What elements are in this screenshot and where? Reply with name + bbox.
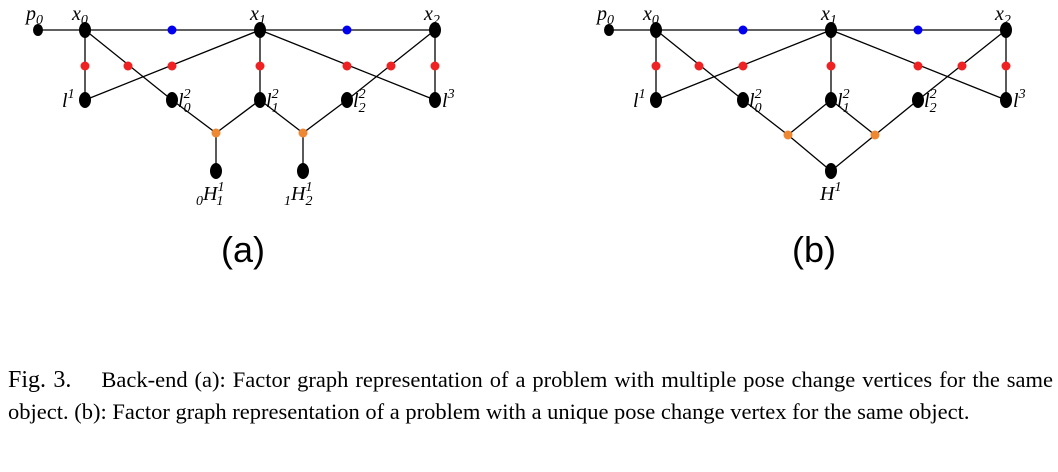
landmark-factor xyxy=(738,61,748,71)
figure-number: Fig. 3. xyxy=(8,367,72,393)
landmark-factor xyxy=(255,61,265,71)
landmark-factor xyxy=(342,61,352,71)
pose-change-node-1H21 xyxy=(297,163,309,179)
label-p0: p0 xyxy=(24,3,43,28)
landmark-factor xyxy=(651,61,661,71)
odometry-factor xyxy=(342,25,352,35)
figure-caption: Fig. 3.Back-end (a): Factor graph repres… xyxy=(8,364,1053,427)
landmark-factor xyxy=(430,61,440,71)
label-x2: x2 xyxy=(423,3,440,28)
landmark-node-l1 xyxy=(650,92,662,108)
landmark-node-l22 xyxy=(912,92,924,108)
landmark-factor xyxy=(1001,61,1011,71)
odometry-factor xyxy=(738,25,748,35)
panel-a-label: (a) xyxy=(221,229,265,270)
pose-node-x1 xyxy=(825,22,837,38)
landmark-node-l20 xyxy=(737,92,749,108)
landmark-node-l21 xyxy=(825,92,837,108)
pose-node-x0 xyxy=(79,22,91,38)
landmark-node-l21 xyxy=(254,92,266,108)
label-x1: x1 xyxy=(820,3,837,28)
landmark-factor xyxy=(694,61,704,71)
landmark-node-l20 xyxy=(166,92,178,108)
pose-change-factor xyxy=(211,128,221,138)
pose-node-p0 xyxy=(33,24,43,36)
pose-change-node-0H11 xyxy=(210,163,222,179)
pose-node-p0 xyxy=(604,24,614,36)
label-x2: x2 xyxy=(994,3,1011,28)
pose-change-node-H1 xyxy=(825,163,837,179)
landmark-node-l1 xyxy=(79,92,91,108)
landmark-factor xyxy=(167,61,177,71)
panel-b-label: (b) xyxy=(792,229,836,270)
label-p0: p0 xyxy=(595,3,614,28)
landmark-factor xyxy=(913,61,923,71)
label-l1: l1 xyxy=(633,87,646,112)
label-l3: l3 xyxy=(1013,87,1026,112)
landmark-factor xyxy=(826,61,836,71)
pose-node-x2 xyxy=(429,22,441,38)
caption-text: Back-end (a): Factor graph representatio… xyxy=(8,367,1054,424)
pose-node-x2 xyxy=(1000,22,1012,38)
label-x0: x0 xyxy=(71,3,88,28)
landmark-node-l22 xyxy=(341,92,353,108)
landmark-factor xyxy=(386,61,396,71)
odometry-factor xyxy=(913,25,923,35)
odometry-factor xyxy=(167,25,177,35)
label-l3: l3 xyxy=(442,87,455,112)
label-l1: l1 xyxy=(62,87,75,112)
landmark-factor xyxy=(123,61,133,71)
landmark-node-l3 xyxy=(1000,92,1012,108)
label-x0: x0 xyxy=(642,3,659,28)
label-H1: H1 xyxy=(819,180,841,205)
pose-change-factor xyxy=(783,130,793,140)
label-x1: x1 xyxy=(249,3,266,28)
landmark-factor xyxy=(957,61,967,71)
landmark-factor xyxy=(80,61,90,71)
pose-change-factor xyxy=(298,128,308,138)
pose-node-x0 xyxy=(650,22,662,38)
landmark-node-l3 xyxy=(429,92,441,108)
pose-change-factor xyxy=(870,130,880,140)
pose-node-x1 xyxy=(254,22,266,38)
